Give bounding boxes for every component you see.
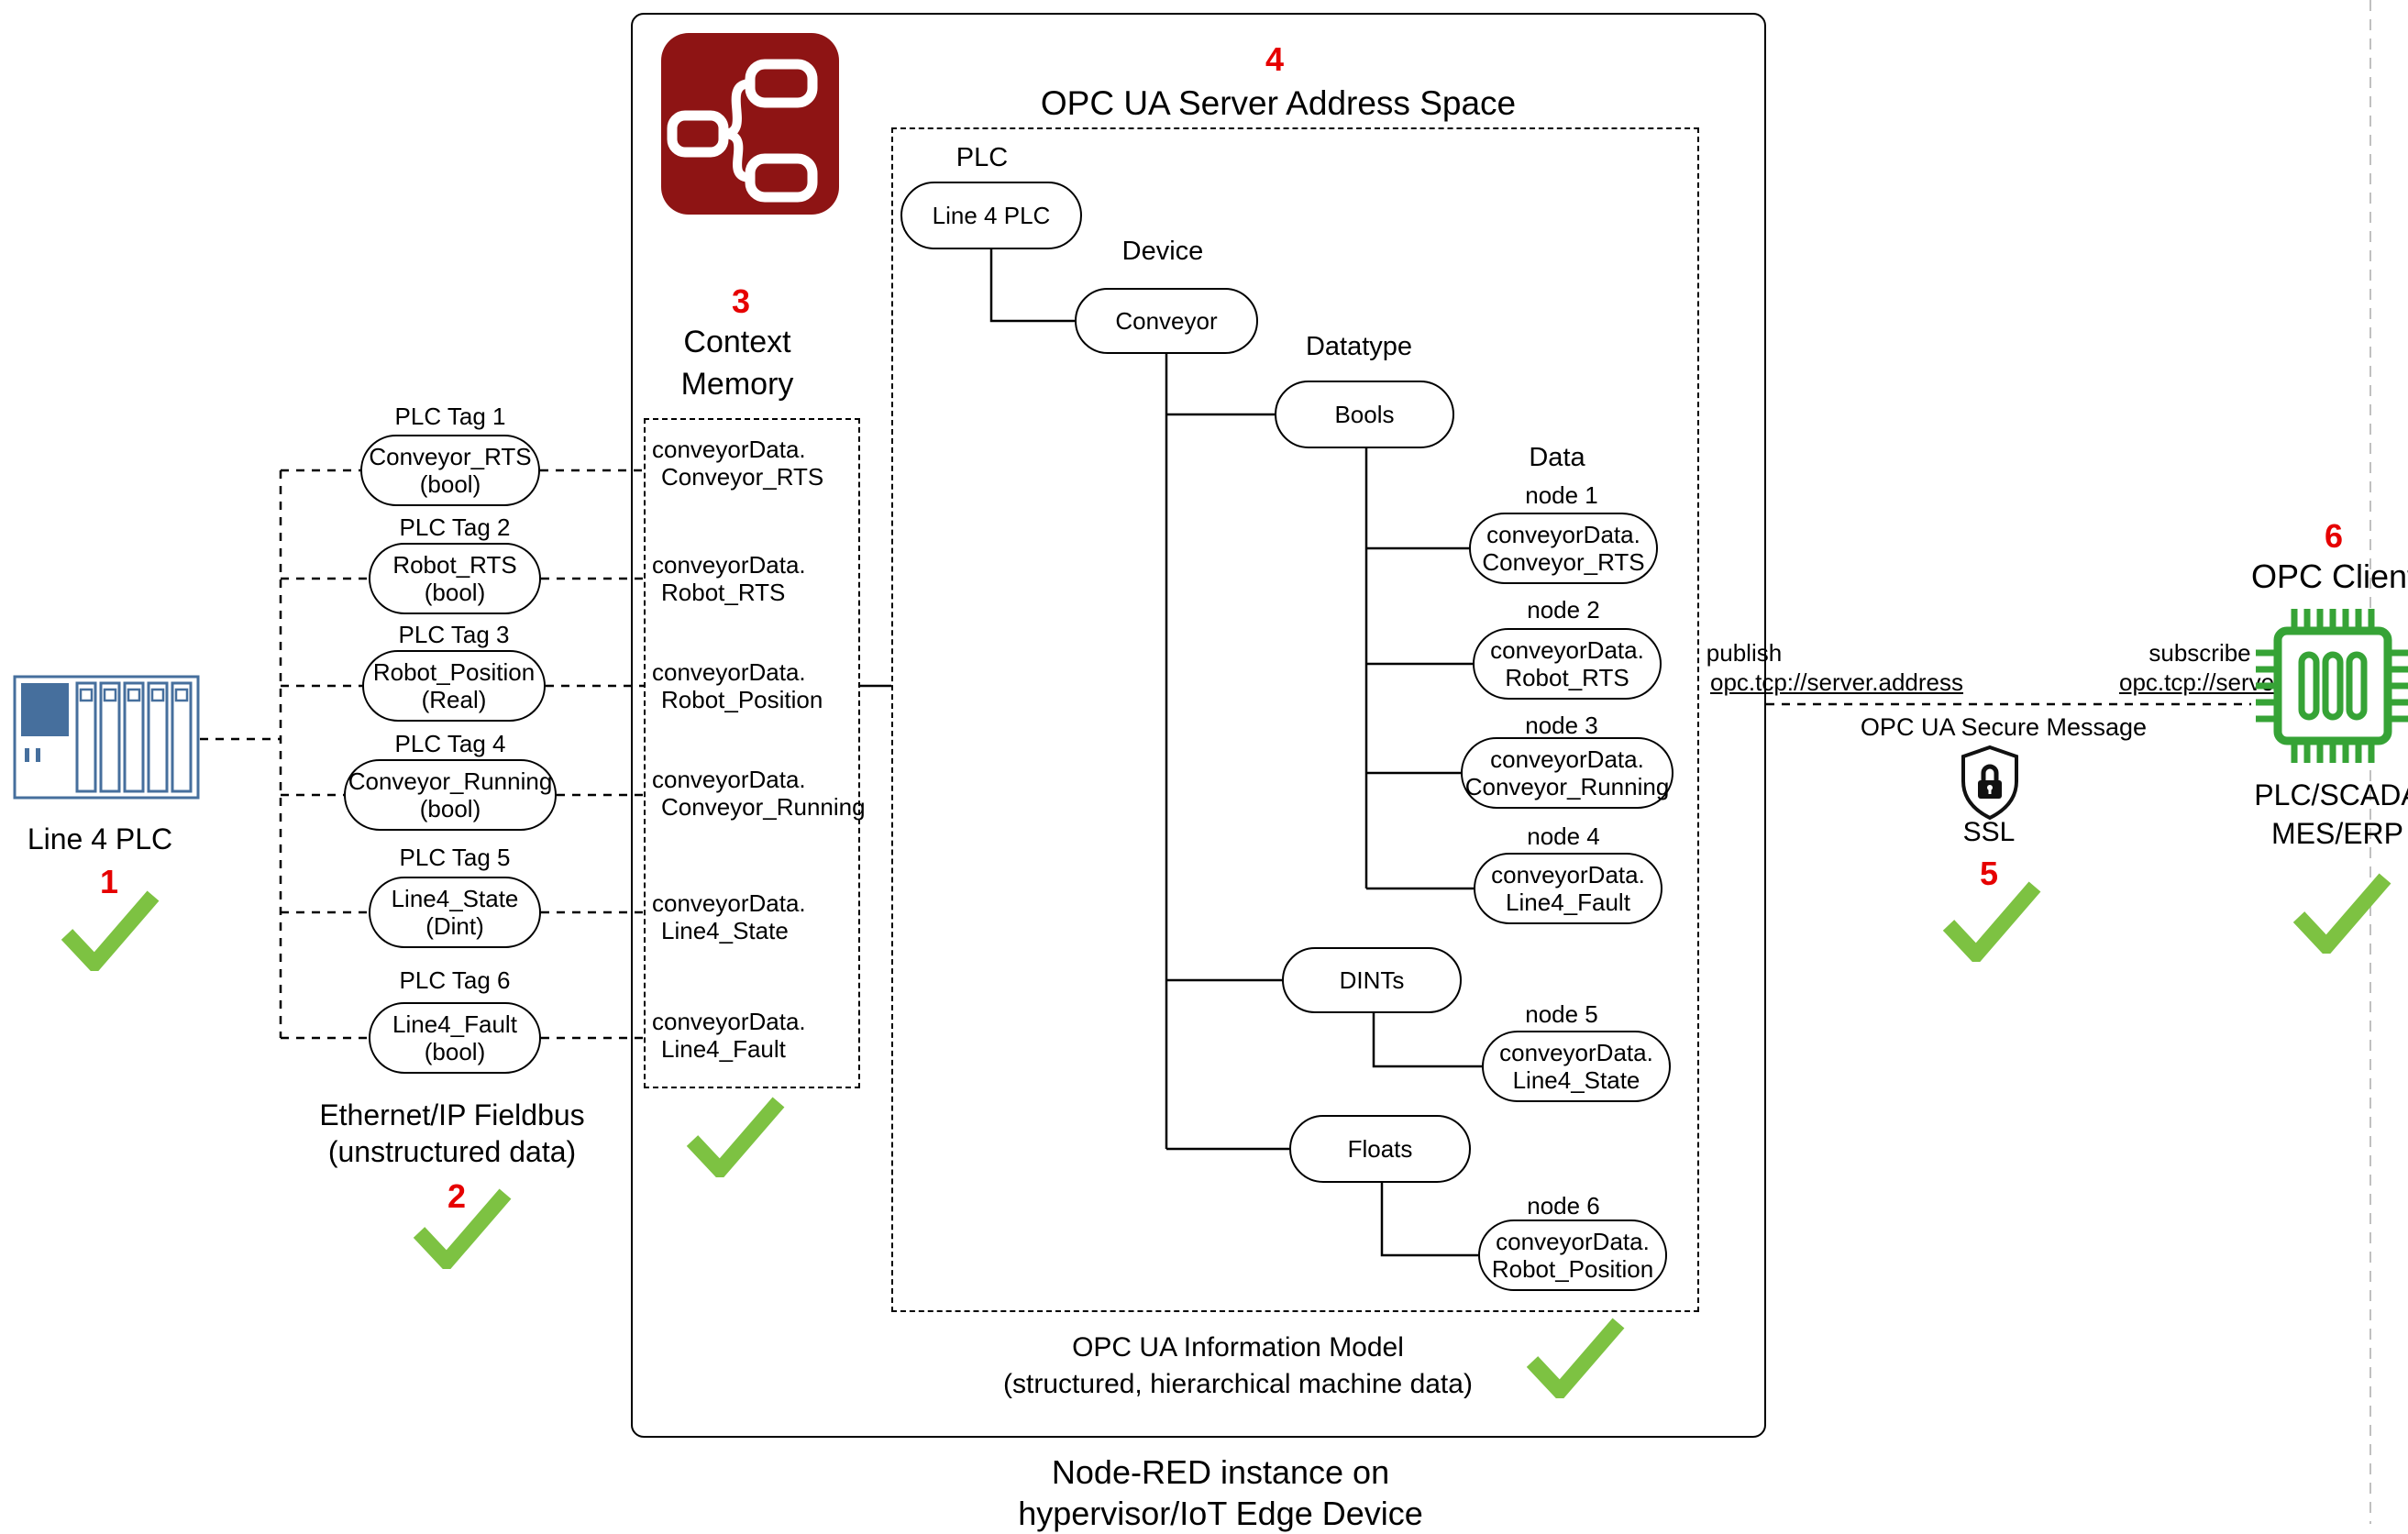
plc-tag-node: Robot_Position (Real) <box>362 650 546 722</box>
checkmark-icon <box>1526 1318 1625 1398</box>
tag-type: (bool) <box>419 470 481 498</box>
tree-node-bools: Bools <box>1275 381 1454 448</box>
opc-client-caption: PLC/SCADA MES/ERP <box>2254 778 2408 850</box>
opc-client-chip-icon <box>2256 609 2408 763</box>
tag-name: Robot_RTS <box>392 551 517 579</box>
data-node-label: node 1 <box>1525 481 1598 509</box>
tag-name: Conveyor_RTS <box>369 443 532 470</box>
tag-title: PLC Tag 4 <box>394 730 506 757</box>
data-node: conveyorData. Line4_Fault <box>1474 853 1662 924</box>
step-number-5: 5 <box>1979 855 1999 892</box>
tag-title: PLC Tag 3 <box>398 621 510 648</box>
tag-name: Robot_Position <box>372 658 536 686</box>
data-node-label: node 6 <box>1527 1192 1600 1219</box>
step-number-1: 1 <box>99 863 119 900</box>
context-entry: conveyorData. Line4_State <box>652 889 806 944</box>
data-node: conveyorData. Robot_Position <box>1478 1219 1667 1291</box>
context-entry: conveyorData. Robot_RTS <box>652 551 806 606</box>
tree-node-plc: Line 4 PLC <box>900 182 1082 249</box>
checkmark-icon <box>413 1188 512 1269</box>
step-number-3: 3 <box>731 282 751 320</box>
plc-tag-node: Line4_State (Dint) <box>369 877 541 948</box>
fieldbus-caption: Ethernet/IP Fieldbus (unstructured data) <box>319 1098 585 1168</box>
tree-node-floats: Floats <box>1289 1115 1471 1183</box>
context-memory-box <box>644 418 860 1088</box>
data-node: conveyorData. Line4_State <box>1482 1031 1671 1102</box>
tag-type: (bool) <box>424 1038 486 1065</box>
data-node-label: node 3 <box>1525 712 1598 739</box>
checkmark-icon <box>2292 873 2391 954</box>
data-node-label: node 4 <box>1527 822 1600 850</box>
subscribe-label: subscribe <box>2148 639 2251 667</box>
node-red-icon <box>661 33 839 215</box>
checkmark-icon <box>1942 881 2041 962</box>
tree-node-device: Conveyor <box>1075 288 1258 354</box>
step-number-4: 4 <box>1265 40 1285 78</box>
information-model-caption: OPC UA Information Model (structured, hi… <box>1003 1332 1473 1399</box>
tag-type: (bool) <box>424 579 486 606</box>
context-memory-title: Context Memory <box>680 325 794 402</box>
tag-title: PLC Tag 5 <box>399 844 511 871</box>
tag-name: Line4_State <box>391 885 519 912</box>
context-entry: conveyorData. Line4_Fault <box>652 1008 806 1063</box>
step-number-6: 6 <box>2324 517 2344 555</box>
data-node: conveyorData. Conveyor_Running <box>1461 737 1673 809</box>
level-label-datatype: Datatype <box>1305 332 1413 361</box>
context-entry: conveyorData. Conveyor_RTS <box>652 436 824 491</box>
tag-type: (Dint) <box>425 912 484 940</box>
publish-label: publish <box>1706 639 1783 667</box>
tag-name: Line4_Fault <box>392 1010 517 1038</box>
plc-tag-node: Robot_RTS (bool) <box>369 543 541 614</box>
tag-type: (Real) <box>421 686 487 713</box>
plc-tag-node: Conveyor_Running (bool) <box>344 759 557 831</box>
data-node-label: node 2 <box>1527 596 1600 624</box>
checkmark-icon <box>686 1097 785 1177</box>
level-label-device: Device <box>1121 237 1204 266</box>
tag-name: Conveyor_Running <box>348 767 553 795</box>
plc-icon <box>13 675 200 800</box>
tag-title: PLC Tag 6 <box>399 966 511 994</box>
tree-node-dints: DINTs <box>1282 947 1462 1013</box>
node-red-instance-box <box>631 13 1766 1438</box>
address-space-title: OPC UA Server Address Space <box>1040 84 1517 122</box>
plc-tag-node: Line4_Fault (bool) <box>369 1002 541 1074</box>
plc-label: Line 4 PLC <box>27 822 173 855</box>
secure-message-label: OPC UA Secure Message <box>1860 713 2148 741</box>
ssl-label: SSL <box>1962 817 2016 847</box>
ssl-shield-icon <box>1961 745 2018 821</box>
publish-address-link[interactable]: opc.tcp://server.address <box>1709 668 1964 696</box>
step-number-2: 2 <box>447 1177 467 1215</box>
address-space-box <box>891 127 1699 1312</box>
opc-client-title: OPC Client <box>2250 557 2408 595</box>
tag-type: (bool) <box>419 795 481 822</box>
tree-line <box>989 249 1075 323</box>
data-node: conveyorData. Robot_RTS <box>1473 628 1662 700</box>
plc-tag-node: Conveyor_RTS (bool) <box>360 435 540 506</box>
data-node-label: node 5 <box>1525 1000 1598 1028</box>
context-entry: conveyorData. Conveyor_Running <box>652 766 866 821</box>
tag-title: PLC Tag 1 <box>394 403 506 430</box>
tag-title: PLC Tag 2 <box>399 513 511 541</box>
checkmark-icon <box>61 890 160 971</box>
context-entry: conveyorData. Robot_Position <box>652 658 823 713</box>
level-label-data: Data <box>1529 443 1585 472</box>
data-node: conveyorData. Conveyor_RTS <box>1469 513 1658 584</box>
level-label-plc: PLC <box>955 143 1009 172</box>
node-red-caption: Node-RED instance on hypervisor/IoT Edge… <box>1018 1453 1423 1532</box>
